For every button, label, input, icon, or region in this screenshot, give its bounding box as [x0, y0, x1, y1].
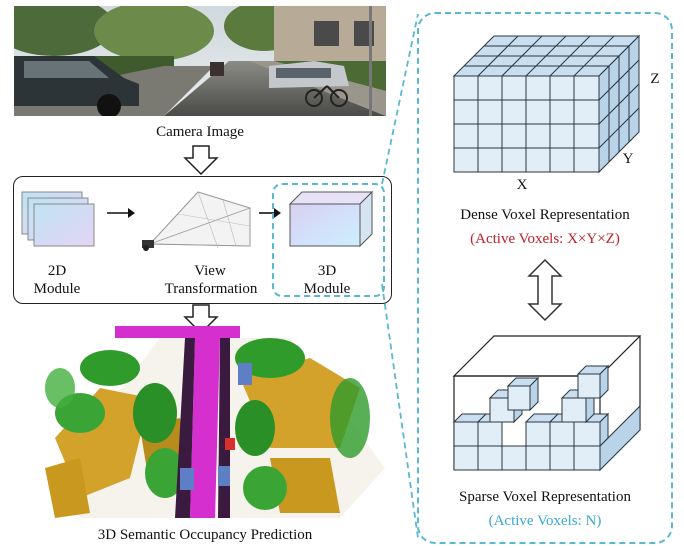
3d-module-highlight	[272, 183, 385, 297]
axis-y-label: Y	[622, 151, 634, 167]
down-arrow-icon	[183, 304, 219, 334]
camera-image-label: Camera Image	[156, 124, 244, 140]
right-arrow-icon	[107, 208, 135, 218]
sparse-voxel-title: Sparse Voxel Representation	[459, 489, 631, 505]
3d-feature-block-icon	[288, 190, 374, 248]
module-3d-label-line2: Module	[303, 281, 351, 297]
view-frustum-icon	[142, 191, 251, 251]
voxel-comparison-panel	[417, 12, 673, 544]
module-3d-label-line1: 3D	[317, 263, 337, 279]
zoom-connector-top	[381, 13, 419, 185]
sparse-voxel-volume	[452, 335, 642, 472]
module-2d-label-line1: 2D	[47, 263, 67, 279]
pipeline-box	[13, 176, 392, 304]
view-transform-label-line2: Transformation	[164, 281, 258, 297]
2d-feature-planes-icon	[21, 191, 95, 247]
sparse-active-voxels: (Active Voxels: N)	[488, 513, 602, 529]
dense-voxel-cube	[452, 34, 641, 174]
dense-voxel-title: Dense Voxel Representation	[460, 207, 630, 223]
axis-z-label: Z	[650, 71, 660, 87]
right-arrow-icon	[259, 208, 281, 218]
camera-image	[14, 6, 386, 116]
dense-active-voxels: (Active Voxels: X×Y×Z)	[470, 231, 620, 247]
view-transform-label-line1: View	[194, 263, 226, 279]
bidirectional-arrow-icon	[527, 258, 563, 322]
down-arrow-icon	[183, 145, 219, 175]
axis-x-label: X	[516, 177, 528, 193]
occupancy-label: 3D Semantic Occupancy Prediction	[97, 527, 313, 543]
module-2d-label-line2: Module	[33, 281, 81, 297]
zoom-connector-bottom	[381, 283, 419, 539]
semantic-occupancy-image	[45, 326, 385, 518]
